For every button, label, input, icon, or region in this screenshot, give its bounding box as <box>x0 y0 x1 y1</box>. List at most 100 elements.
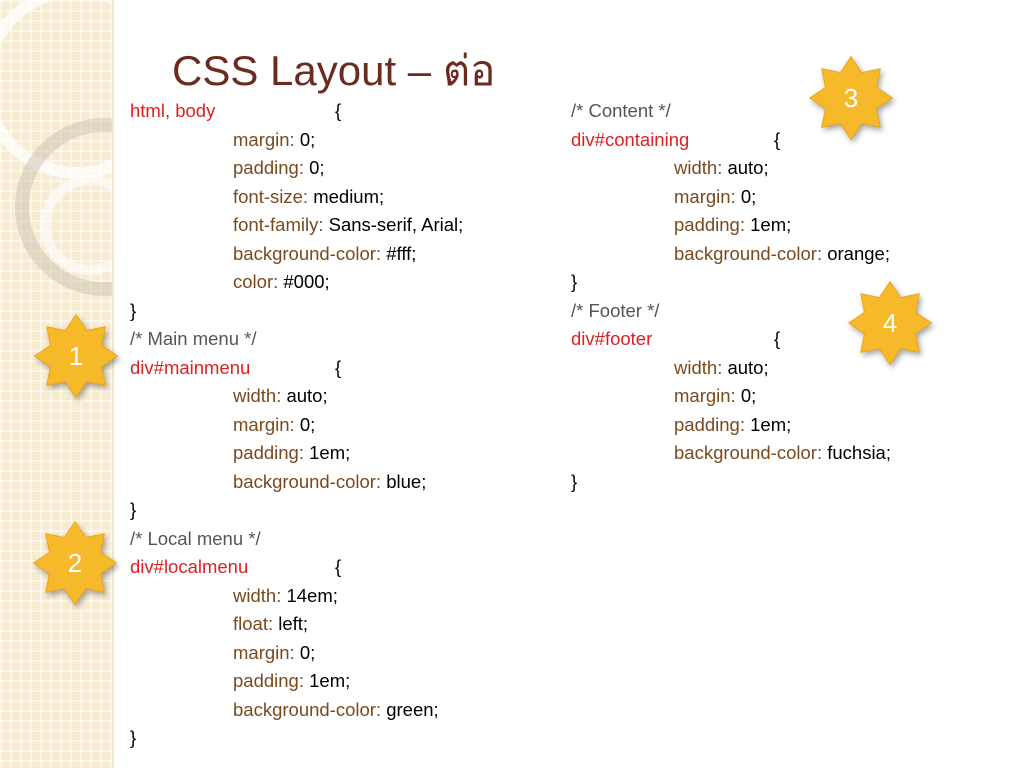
selector-line: div#containing{ <box>571 126 891 155</box>
css-value: #fff; <box>386 242 417 264</box>
css-property: margin: <box>233 641 295 663</box>
css-property: font-family: <box>233 214 324 235</box>
css-property: background-color: <box>674 242 823 264</box>
css-property: background-color: <box>233 242 382 264</box>
css-property: padding: <box>233 670 304 691</box>
declaration-line: margin: 0; <box>571 382 891 411</box>
selector-line: div#mainmenu { <box>130 354 463 383</box>
star-shape-icon <box>808 55 894 141</box>
close-brace: } <box>130 727 137 748</box>
star-badge-number: 3 <box>843 83 859 113</box>
css-selector: div#localmenu <box>130 556 249 577</box>
css-property: padding: <box>674 413 745 435</box>
css-value: 1em; <box>309 442 351 463</box>
close-brace: } <box>571 271 578 292</box>
css-selector: div#mainmenu <box>130 356 251 378</box>
star-badge-number: 4 <box>882 308 898 338</box>
css-property: margin: <box>674 185 736 207</box>
css-value: medium; <box>313 185 385 207</box>
close-brace: } <box>130 299 137 321</box>
selector-line: div#localmenu { <box>130 553 463 582</box>
css-property: float: <box>233 613 274 634</box>
declaration-line: font-family: Sans-serif, Arial; <box>130 211 463 240</box>
star-badge-3: 3 <box>805 52 897 144</box>
star-shape-icon <box>33 313 119 399</box>
css-value: 0; <box>740 385 757 406</box>
css-property: color: <box>233 271 279 292</box>
css-value: 0; <box>299 128 316 150</box>
declaration-line: padding: 1em; <box>571 211 891 240</box>
code-comment: /* Main menu */ <box>130 328 257 349</box>
decorative-side-strip <box>0 0 114 768</box>
slide-title: CSS Layout – ต่อ <box>172 47 496 94</box>
declaration-line: background-color: orange; <box>571 240 891 269</box>
css-property: background-color: <box>233 698 382 720</box>
code-block-left: html, body{margin: 0;padding: 0;font-siz… <box>130 97 463 753</box>
star-badge-number: 2 <box>67 548 83 578</box>
declaration-line: margin: 0; <box>571 183 891 212</box>
declaration-line: padding: 1em; <box>130 439 463 468</box>
star-badge-number: 1 <box>68 341 84 371</box>
declaration-line: color: #000; <box>130 268 463 297</box>
css-property: width: <box>233 584 282 606</box>
declaration-line: background-color: fuchsia; <box>571 439 891 468</box>
css-property: padding: <box>233 157 304 178</box>
css-value: 0; <box>299 413 316 435</box>
css-value: 1em; <box>309 670 351 691</box>
open-brace: { <box>774 128 781 150</box>
selector-line: html, body { <box>130 97 463 126</box>
declaration-line: background-color: #fff; <box>130 240 463 269</box>
star-badge-2: 2 <box>29 517 121 609</box>
css-property: margin: <box>233 128 295 150</box>
css-value: blue; <box>386 470 427 492</box>
code-comment: /* Local menu */ <box>130 527 261 549</box>
star-badge-4: 4 <box>844 277 936 369</box>
code-comment: /* Footer */ <box>571 299 660 321</box>
css-property: width: <box>233 385 282 406</box>
declaration-line: background-color: green; <box>130 696 463 725</box>
css-value: fuchsia; <box>827 442 891 463</box>
css-property: margin: <box>233 413 295 435</box>
css-property: background-color: <box>233 470 382 492</box>
star-shape-icon <box>847 280 933 366</box>
declaration-line: background-color: blue; <box>130 468 463 497</box>
css-selector: div#footer <box>571 328 653 349</box>
css-property: width: <box>674 157 723 178</box>
declaration-line: padding: 1em; <box>130 667 463 696</box>
declaration-line: width: 14em; <box>130 582 463 611</box>
css-property: background-color: <box>674 442 823 463</box>
selector-line: div#footer { <box>571 325 891 354</box>
declaration-line: font-size: medium; <box>130 183 463 212</box>
declaration-line: margin: 0; <box>130 411 463 440</box>
declaration-line: width: auto; <box>571 354 891 383</box>
declaration-line: width: auto; <box>571 154 891 183</box>
declaration-line: padding: 1em; <box>571 411 891 440</box>
css-value: left; <box>278 613 309 634</box>
css-value: auto; <box>727 356 769 378</box>
css-value: orange; <box>827 242 890 264</box>
declaration-line: width: auto; <box>130 382 463 411</box>
declaration-line: float: left; <box>130 610 463 639</box>
css-property: font-size: <box>233 185 309 207</box>
open-brace: { <box>774 328 781 349</box>
star-badge-1: 1 <box>30 310 122 402</box>
css-property: width: <box>674 356 723 378</box>
open-brace: { <box>335 356 342 378</box>
declaration-line: padding: 0; <box>130 154 463 183</box>
code-block-right: /* Content */div#containing{width: auto;… <box>571 97 891 496</box>
declaration-line: margin: 0; <box>130 126 463 155</box>
css-value: 0; <box>740 185 757 207</box>
css-value: green; <box>386 698 439 720</box>
strip-edge <box>112 0 115 768</box>
code-comment: /* Content */ <box>571 100 671 121</box>
open-brace: { <box>335 556 342 577</box>
css-value: 1em; <box>750 214 792 235</box>
open-brace: { <box>335 100 342 121</box>
css-selector: html, body <box>130 100 216 121</box>
decorative-swirl <box>40 175 114 275</box>
css-property: padding: <box>674 214 745 235</box>
css-value: 1em; <box>750 413 792 435</box>
css-value: 14em; <box>286 584 338 606</box>
css-property: padding: <box>233 442 304 463</box>
declaration-line: margin: 0; <box>130 639 463 668</box>
